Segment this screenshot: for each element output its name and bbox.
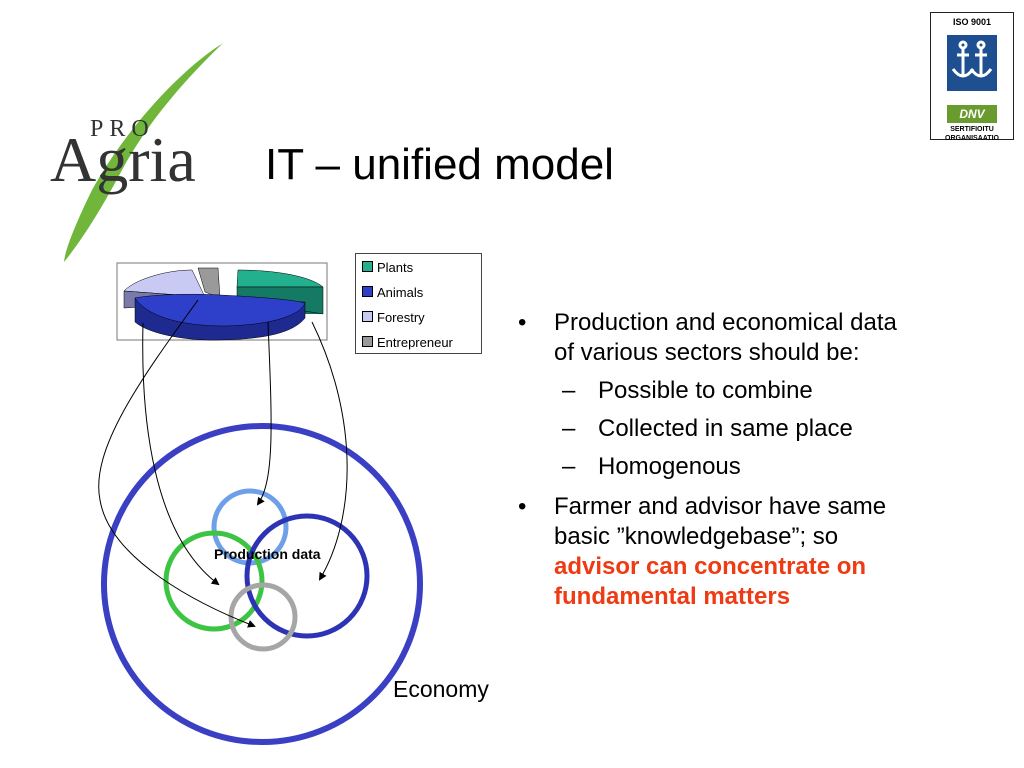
cert-line-2: ORGANISAATIO [945, 135, 999, 142]
legend-item-plants: Plants [362, 260, 413, 275]
cert-iso-label: ISO 9001 [952, 17, 992, 27]
brand-pro-text: PRO [90, 116, 155, 142]
bullet-item: Farmer and advisor have same basic ”know… [518, 492, 913, 612]
iso-certificate-badge: ISO 9001 DNV SERTIFIOITU ORGANISAATIO [930, 12, 1014, 143]
arrow-forestry [256, 321, 272, 506]
economy-circle [101, 423, 423, 745]
dash-glyph: – [562, 415, 576, 442]
bullet-list: Production and economical data of variou… [518, 308, 913, 612]
dash-glyph: – [562, 453, 576, 480]
legend-item-animals: Animals [362, 285, 423, 300]
brand-agria-text: Agria [50, 124, 196, 195]
legend-swatch [362, 311, 373, 322]
legend-label: Animals [377, 285, 424, 300]
legend-item-forestry: Forestry [362, 310, 425, 325]
legend-label: Plants [377, 260, 414, 275]
emphasis-text: advisor can concentrate on fundamental m… [554, 553, 867, 610]
bullet-item: Production and economical data of variou… [518, 308, 913, 368]
arrow-plants [142, 322, 220, 586]
production-data-label: Production data [214, 546, 321, 562]
dash-glyph: – [562, 377, 576, 404]
sub-bullet-item: –Possible to combine [518, 376, 913, 406]
legend-item-entrepreneur: Entrepreneur [362, 335, 453, 350]
arrow-entrepreneur [98, 299, 256, 628]
animals-circle [244, 513, 370, 639]
arrow-animals [311, 321, 348, 581]
legend-label: Entrepreneur [377, 335, 453, 350]
legend-swatch [362, 261, 373, 272]
sub-bullet-item: –Homogenous [518, 452, 913, 482]
legend-swatch [362, 286, 373, 297]
legend-swatch [362, 336, 373, 347]
slide-title: IT – unified model [265, 140, 614, 189]
sub-bullet-item: –Collected in same place [518, 414, 913, 444]
cert-bottom-text: SERTIFIOITU ORGANISAATIO [931, 125, 1013, 143]
agria-leaf-logo [64, 43, 223, 262]
pie-legend: Plants Animals Forestry Entrepreneur [355, 253, 482, 354]
sub-bullet-text: Collected in same place [598, 415, 853, 442]
legend-label: Forestry [377, 310, 425, 325]
bullet-text: Farmer and advisor have same basic ”know… [554, 493, 887, 550]
sub-bullet-text: Homogenous [598, 453, 741, 480]
anchor-icon [947, 35, 997, 91]
pie-slice-animals [134, 293, 306, 341]
sub-bullet-text: Possible to combine [598, 377, 813, 404]
dnv-mark: DNV [947, 105, 997, 123]
economy-label: Economy [393, 676, 489, 702]
cert-line-1: SERTIFIOITU [950, 126, 994, 133]
